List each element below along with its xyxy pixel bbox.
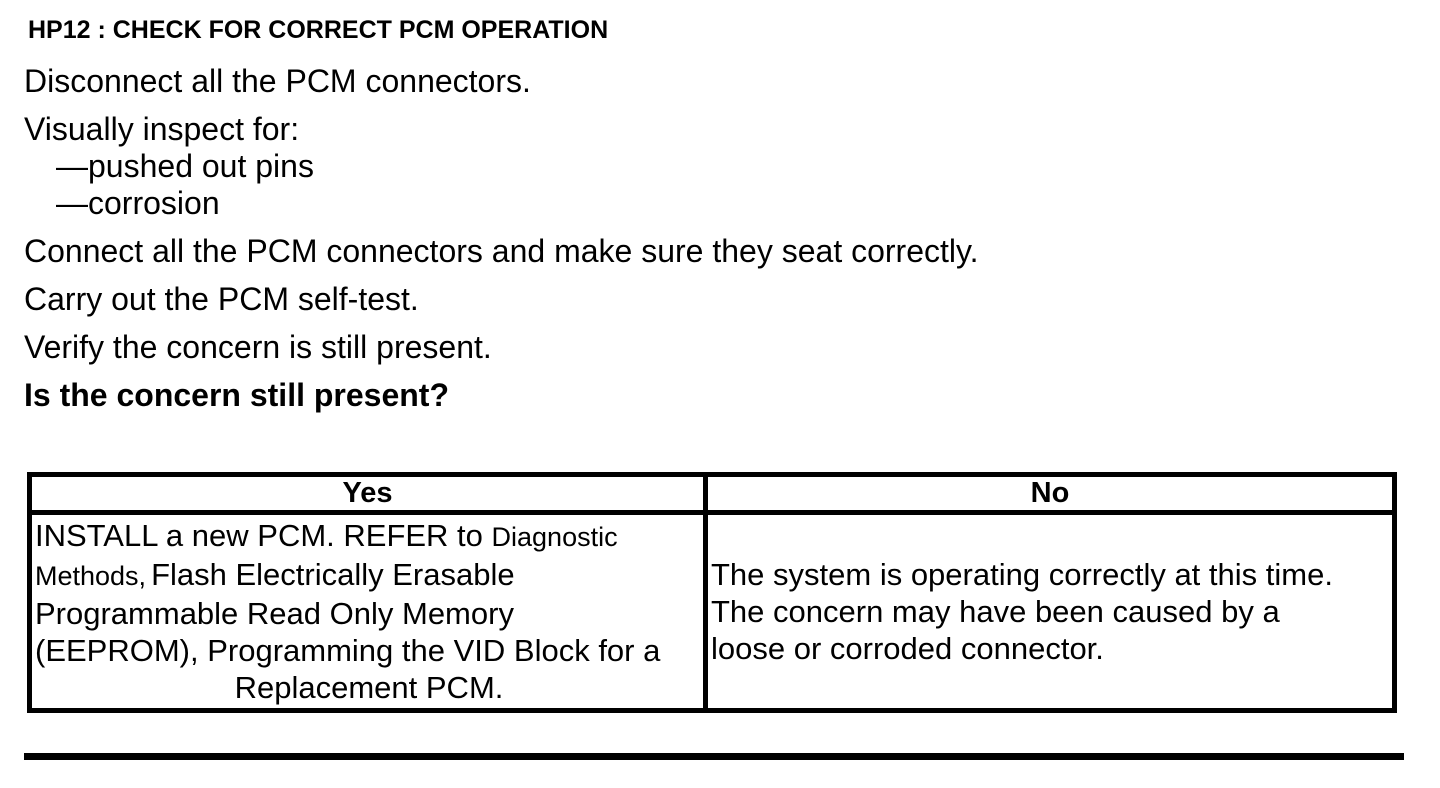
yes-action-cell: INSTALL a new PCM. REFER to Diagnostic M… [27,510,708,713]
page-divider-rule [24,753,1404,760]
step-connect: Connect all the PCM connectors and make … [24,233,979,269]
inspect-item-corrosion: —corrosion [56,185,220,221]
yes-action-line-5: Replacement PCM. [234,670,504,705]
yes-action-line-1: INSTALL a new PCM. REFER to Diagnostic [35,517,703,556]
yes-action-line-3: Programmable Read Only Memory [35,596,514,631]
yes-column-header: Yes [27,472,708,515]
yes-action-line-2-main: Flash Electrically Erasable [151,557,515,592]
decision-table-header-row: Yes No [27,472,1397,515]
yes-action-line-1-main: INSTALL a new PCM. REFER to [35,518,492,553]
no-action-line-1: The system is operating correctly at thi… [711,557,1333,592]
step-disconnect: Disconnect all the PCM connectors. [24,63,531,99]
decision-table: Yes No INSTALL a new PCM. REFER to Diagn… [27,472,1397,713]
step-self-test: Carry out the PCM self-test. [24,281,419,317]
decision-table-body-row: INSTALL a new PCM. REFER to Diagnostic M… [27,510,1397,713]
no-column-header: No [703,472,1397,515]
no-action-line-2: The concern may have been caused by a [711,594,1280,629]
yes-action-line-1-ref: Diagnostic [491,522,618,552]
procedure-title: HP12 : CHECK FOR CORRECT PCM OPERATION [28,16,609,44]
no-action-line-3: loose or corroded connector. [711,631,1104,666]
inspect-heading: Visually inspect for: [24,111,300,147]
yes-action-line-4: (EEPROM), Programming the VID Block for … [35,633,661,668]
step-inspect: Visually inspect for: —pushed out pins —… [24,111,1440,222]
step-verify: Verify the concern is still present. [24,329,492,365]
yes-action-line-2: Methods,Flash Electrically Erasable [35,556,703,595]
question-text: Is the concern still present? [24,377,449,413]
inspect-item-pins: —pushed out pins [56,148,314,184]
yes-action-line-2-ref: Methods, [35,561,147,591]
no-action-cell: The system is operating correctly at thi… [703,510,1397,713]
